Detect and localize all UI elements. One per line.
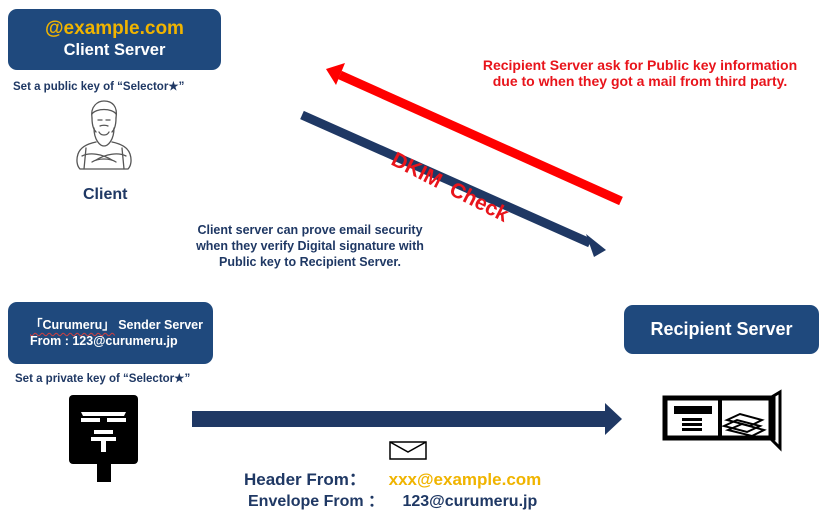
public-key-note: Set a public key of “Selector★” [13,81,185,93]
sender-name: 「Curumeru」 [30,318,115,332]
verify-note-line: Client server can prove email security [197,223,423,237]
request-note-line: Recipient Server ask for Public key info… [482,57,798,73]
signature-verify-arrow [300,110,606,257]
recipient-server-title: Recipient Server [650,319,793,339]
verify-note-line: Public key to Recipient Server. [218,255,402,269]
envelope-from-label: Envelope From ： [248,493,385,510]
envelope-from-value: 123@curumeru.jp [402,493,538,510]
sender-server-title: 「Curumeru」 Sender Server [8,302,213,333]
client-domain: @example.com [45,18,184,39]
public-key-request-note: Recipient Server ask for Public key info… [470,57,810,89]
postbox-icon [69,395,138,482]
verify-note-line: when they verify Digital signature with [196,239,424,253]
header-from-value: xxx@example.com [388,470,542,489]
recipient-server-box: Recipient Server [624,305,819,354]
sender-from: From : 123@curumeru.jp [30,334,178,348]
bearded-man-arms-crossed-icon [76,100,132,170]
client-server-box: @example.com Client Server [8,9,221,70]
sender-server-label: Sender Server [114,318,203,332]
private-key-note: Set a private key of “Selector★” [15,373,191,385]
client-server-title: Client Server [63,41,166,59]
request-note-line: due to when they got a mail from third p… [492,73,788,89]
mail-delivery-arrow [192,403,622,435]
envelope-from: Envelope From ： 123@curumeru.jp [248,487,537,511]
mailbox-icon [662,389,782,452]
envelope-icon [389,441,427,460]
public-key-request-arrow [326,63,623,206]
header-from-label: Header From： [244,470,366,489]
signature-verify-note: Client server can prove email security w… [175,222,445,270]
header-from: Header From： xxx@example.com [244,465,541,490]
client-label: Client [83,186,128,203]
sender-server-box: 「Curumeru」 Sender Server From : 123@curu… [8,302,213,364]
